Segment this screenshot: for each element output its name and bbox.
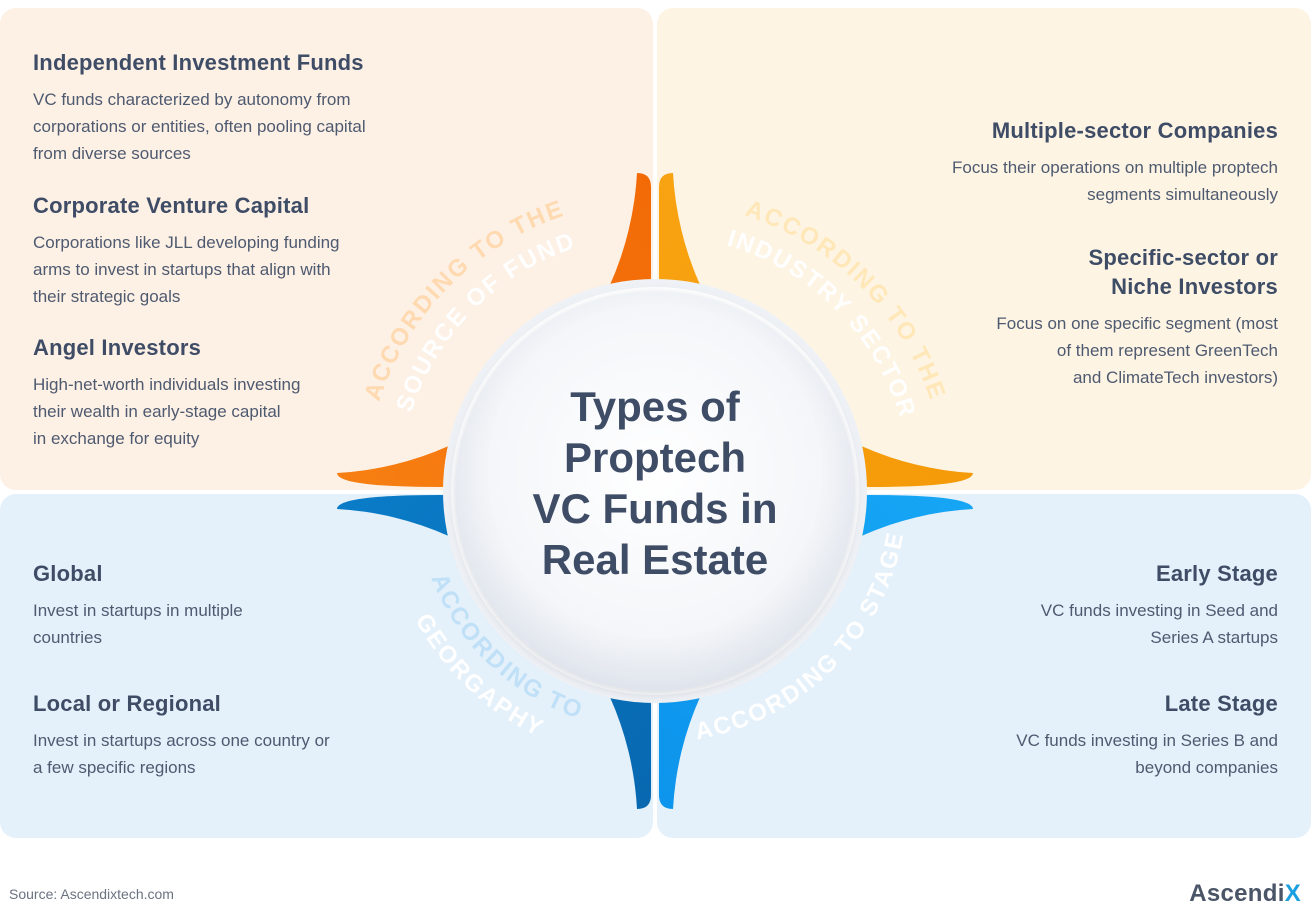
item-description: Invest in startups across one country or… bbox=[33, 731, 330, 777]
source-note: Source: Ascendixtech.com bbox=[9, 886, 174, 902]
item-title: Global bbox=[33, 561, 103, 586]
center-disc bbox=[455, 291, 855, 691]
item-title: Multiple-sector Companies bbox=[991, 118, 1278, 143]
item-description: High-net-worth individuals investing the… bbox=[33, 375, 301, 448]
item-specific-sector-investors: Specific-sector or Niche Investors Focus… bbox=[948, 243, 1278, 391]
item-description: VC funds characterized by autonomy from … bbox=[33, 90, 366, 163]
item-title: Corporate Venture Capital bbox=[33, 193, 310, 218]
item-local-or-regional: Local or Regional Invest in startups acr… bbox=[33, 689, 393, 781]
item-description: Invest in startups in multiple countries bbox=[33, 601, 243, 647]
item-title: Independent Investment Funds bbox=[33, 50, 364, 75]
item-angel-investors: Angel Investors High-net-worth individua… bbox=[33, 333, 353, 452]
diagram-title: Types of Proptech VC Funds in Real Estat… bbox=[532, 383, 778, 583]
item-description: Corporations like JLL developing funding… bbox=[33, 233, 340, 306]
item-multiple-sector-companies: Multiple-sector Companies Focus their op… bbox=[878, 116, 1278, 208]
item-title: Local or Regional bbox=[33, 691, 221, 716]
item-corporate-venture-capital: Corporate Venture Capital Corporations l… bbox=[33, 191, 393, 310]
item-title: Angel Investors bbox=[33, 335, 202, 360]
item-title: Early Stage bbox=[1155, 561, 1278, 586]
item-late-stage: Late Stage VC funds investing in Series … bbox=[978, 689, 1278, 781]
item-title: Late Stage bbox=[1164, 691, 1278, 716]
item-description: Focus their operations on multiple propt… bbox=[951, 158, 1278, 204]
item-title: Specific-sector or Niche Investors bbox=[1088, 245, 1278, 299]
item-independent-investment-funds: Independent Investment Funds VC funds ch… bbox=[33, 48, 453, 167]
item-description: VC funds investing in Seed and Series A … bbox=[1040, 601, 1278, 647]
item-description: VC funds investing in Series B and beyon… bbox=[1016, 731, 1278, 777]
item-description: Focus on one specific segment (most of t… bbox=[996, 314, 1278, 387]
brand-logo: AscendiX bbox=[1189, 880, 1301, 907]
item-global: Global Invest in startups in multiple co… bbox=[33, 559, 333, 651]
item-early-stage: Early Stage VC funds investing in Seed a… bbox=[978, 559, 1278, 651]
